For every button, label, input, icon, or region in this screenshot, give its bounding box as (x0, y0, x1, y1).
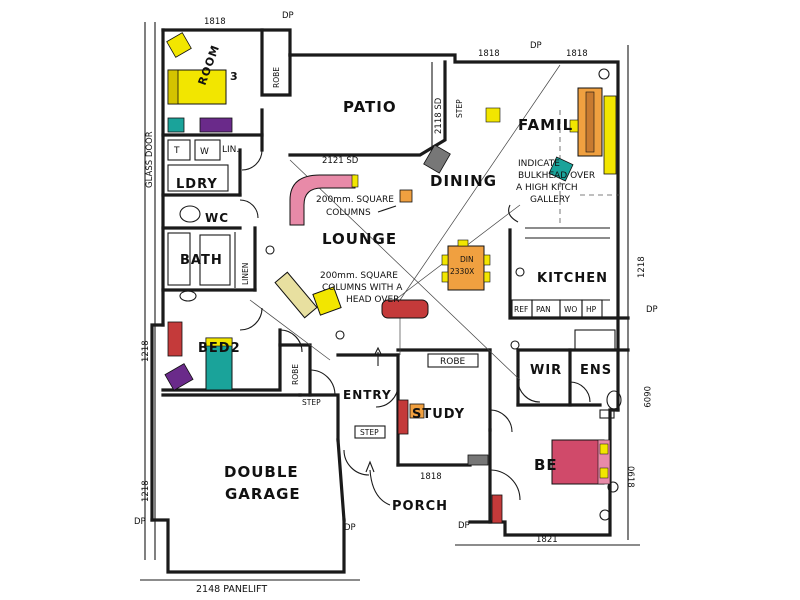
dim-dp-left: DP (134, 517, 146, 527)
dim-study-window: 1818 (420, 472, 442, 482)
room-bed2-label: BED2 (198, 341, 241, 356)
dim-dp-porch: DP (344, 523, 356, 533)
room-bed1-label: BE (534, 456, 558, 474)
dim-dp-top-left: DP (282, 11, 294, 21)
dining-armchair-icon (423, 144, 451, 174)
dim-dining-table: 2330X (450, 267, 474, 276)
fixtures (167, 68, 622, 521)
dim-patio-door: 2121 SD (322, 156, 359, 166)
kitchen-pan-label: PAN (536, 305, 551, 314)
dim-glass-door: GLASS DOOR (145, 131, 155, 188)
study-desk-icon (397, 399, 409, 435)
room-garage-line2: GARAGE (225, 485, 301, 503)
room-patio-label: PATIO (343, 98, 397, 116)
dim-dining-table-label: DIN (460, 255, 474, 264)
bed2-sofa-icon (167, 321, 183, 357)
room-porch-label: PORCH (392, 499, 448, 514)
internal-walls (161, 28, 630, 524)
dim-right-0609: 0609 (641, 386, 651, 408)
room-lounge-label: LOUNGE (322, 230, 397, 248)
room-t-label: T (173, 146, 180, 156)
bed3-chest-icon (199, 117, 233, 133)
furniture (164, 32, 617, 524)
step-entry-1: STEP (302, 398, 321, 407)
dining-table-icon (447, 245, 485, 291)
dim-left-1218-b: 1218 (141, 480, 151, 502)
room-robe-study: ROBE (440, 357, 466, 367)
room-lin-label: LIN. (222, 145, 239, 155)
room-bath-label: BATH (180, 253, 223, 268)
room-robe-bed2: ROBE (291, 364, 300, 385)
bed1-bed-icon (551, 439, 605, 485)
room-garage-line1: DOUBLE (224, 463, 299, 481)
room-laundry-label: LDRY (176, 177, 218, 192)
dim-top-left: 1818 (204, 17, 226, 27)
step-entry-2: STEP (360, 428, 379, 437)
note-columns-1b: COLUMNS (326, 208, 371, 218)
dim-top-right-a: 1818 (478, 49, 500, 59)
room-bed3-number: 3 (230, 70, 239, 83)
note-columns-2a: 200mm. SQUARE (320, 271, 398, 281)
room-family-label: FAMIL (518, 116, 573, 134)
study-chair-icon (409, 403, 425, 419)
dim-right-0618: 0618 (625, 466, 635, 488)
dim-left-1218-a: 1218 (141, 340, 151, 362)
room-w-label: W (200, 147, 209, 157)
note-columns-1a: 200mm. SQUARE (316, 195, 394, 205)
room-linen-label: LINEN (241, 263, 250, 285)
note-columns-2b: COLUMNS WITH A (322, 283, 403, 293)
note-bulkhead-1: INDICATE (518, 159, 560, 169)
lounge-column-icon (399, 189, 413, 203)
porch-bench-icon (467, 454, 489, 466)
lounge-chaise-icon (274, 271, 318, 319)
step-patio: STEP (455, 99, 464, 118)
porch-arrows (365, 346, 391, 506)
room-dining-label: DINING (430, 172, 497, 190)
annotation-notes: 200mm. SQUARE COLUMNS 200mm. SQUARE COLU… (316, 159, 595, 305)
family-green-chair-icon (548, 156, 574, 182)
room-study-label: STUDY (412, 407, 465, 422)
dim-top-right-b: 1818 (566, 49, 588, 59)
bed1-dresser-icon (491, 494, 503, 524)
dim-right-1218: 1218 (637, 256, 647, 278)
room-wc-label: WC (205, 211, 229, 225)
room-wir-label: WIR (530, 363, 562, 378)
note-bulkhead-4: GALLERY (530, 195, 571, 205)
dim-dp-bottom-left: DP (458, 521, 470, 531)
kitchen-hp-label: HP (586, 305, 597, 314)
door-swings (239, 149, 591, 501)
construction-lines (249, 64, 620, 381)
family-chair-icon (485, 107, 501, 123)
kitchen-wo-label: WO (564, 305, 577, 314)
dim-dp-right: DP (646, 305, 658, 315)
dimension-labels: 1818 DP 1818 DP 1818 2121 SD 2118 SD 121… (134, 11, 658, 595)
bed2-bed-icon (205, 337, 233, 391)
note-bulkhead-2: BULKHEAD OVER (518, 171, 595, 181)
note-columns-2c: HEAD OVER (346, 295, 399, 305)
dim-dp-top-right: DP (530, 41, 542, 51)
lounge-sofa-icon (289, 174, 356, 226)
columns (265, 245, 525, 350)
note-bulkhead-3: A HIGH KITCH (516, 183, 578, 193)
step-labels: STEP STEP STEP (302, 99, 464, 439)
dim-bed1-window: 1821 (536, 535, 558, 545)
lounge-armchair-icon (312, 286, 342, 316)
dim-patio-side: 2118 SD (434, 97, 444, 134)
room-entry-label: ENTRY (343, 388, 392, 402)
lounge-bench-icon (381, 299, 429, 319)
bed3-desk-chair-icon (166, 32, 192, 58)
room-ens-label: ENS (580, 363, 612, 378)
bed3-chair-icon (167, 117, 185, 133)
dim-garage-door: 2148 PANELIFT (196, 584, 267, 595)
room-kitchen-label: KITCHEN (537, 271, 608, 286)
room-robe-bed3: ROBE (272, 67, 281, 88)
bed2-chair-icon (164, 363, 194, 391)
kitchen-ref-label: REF (514, 305, 528, 314)
